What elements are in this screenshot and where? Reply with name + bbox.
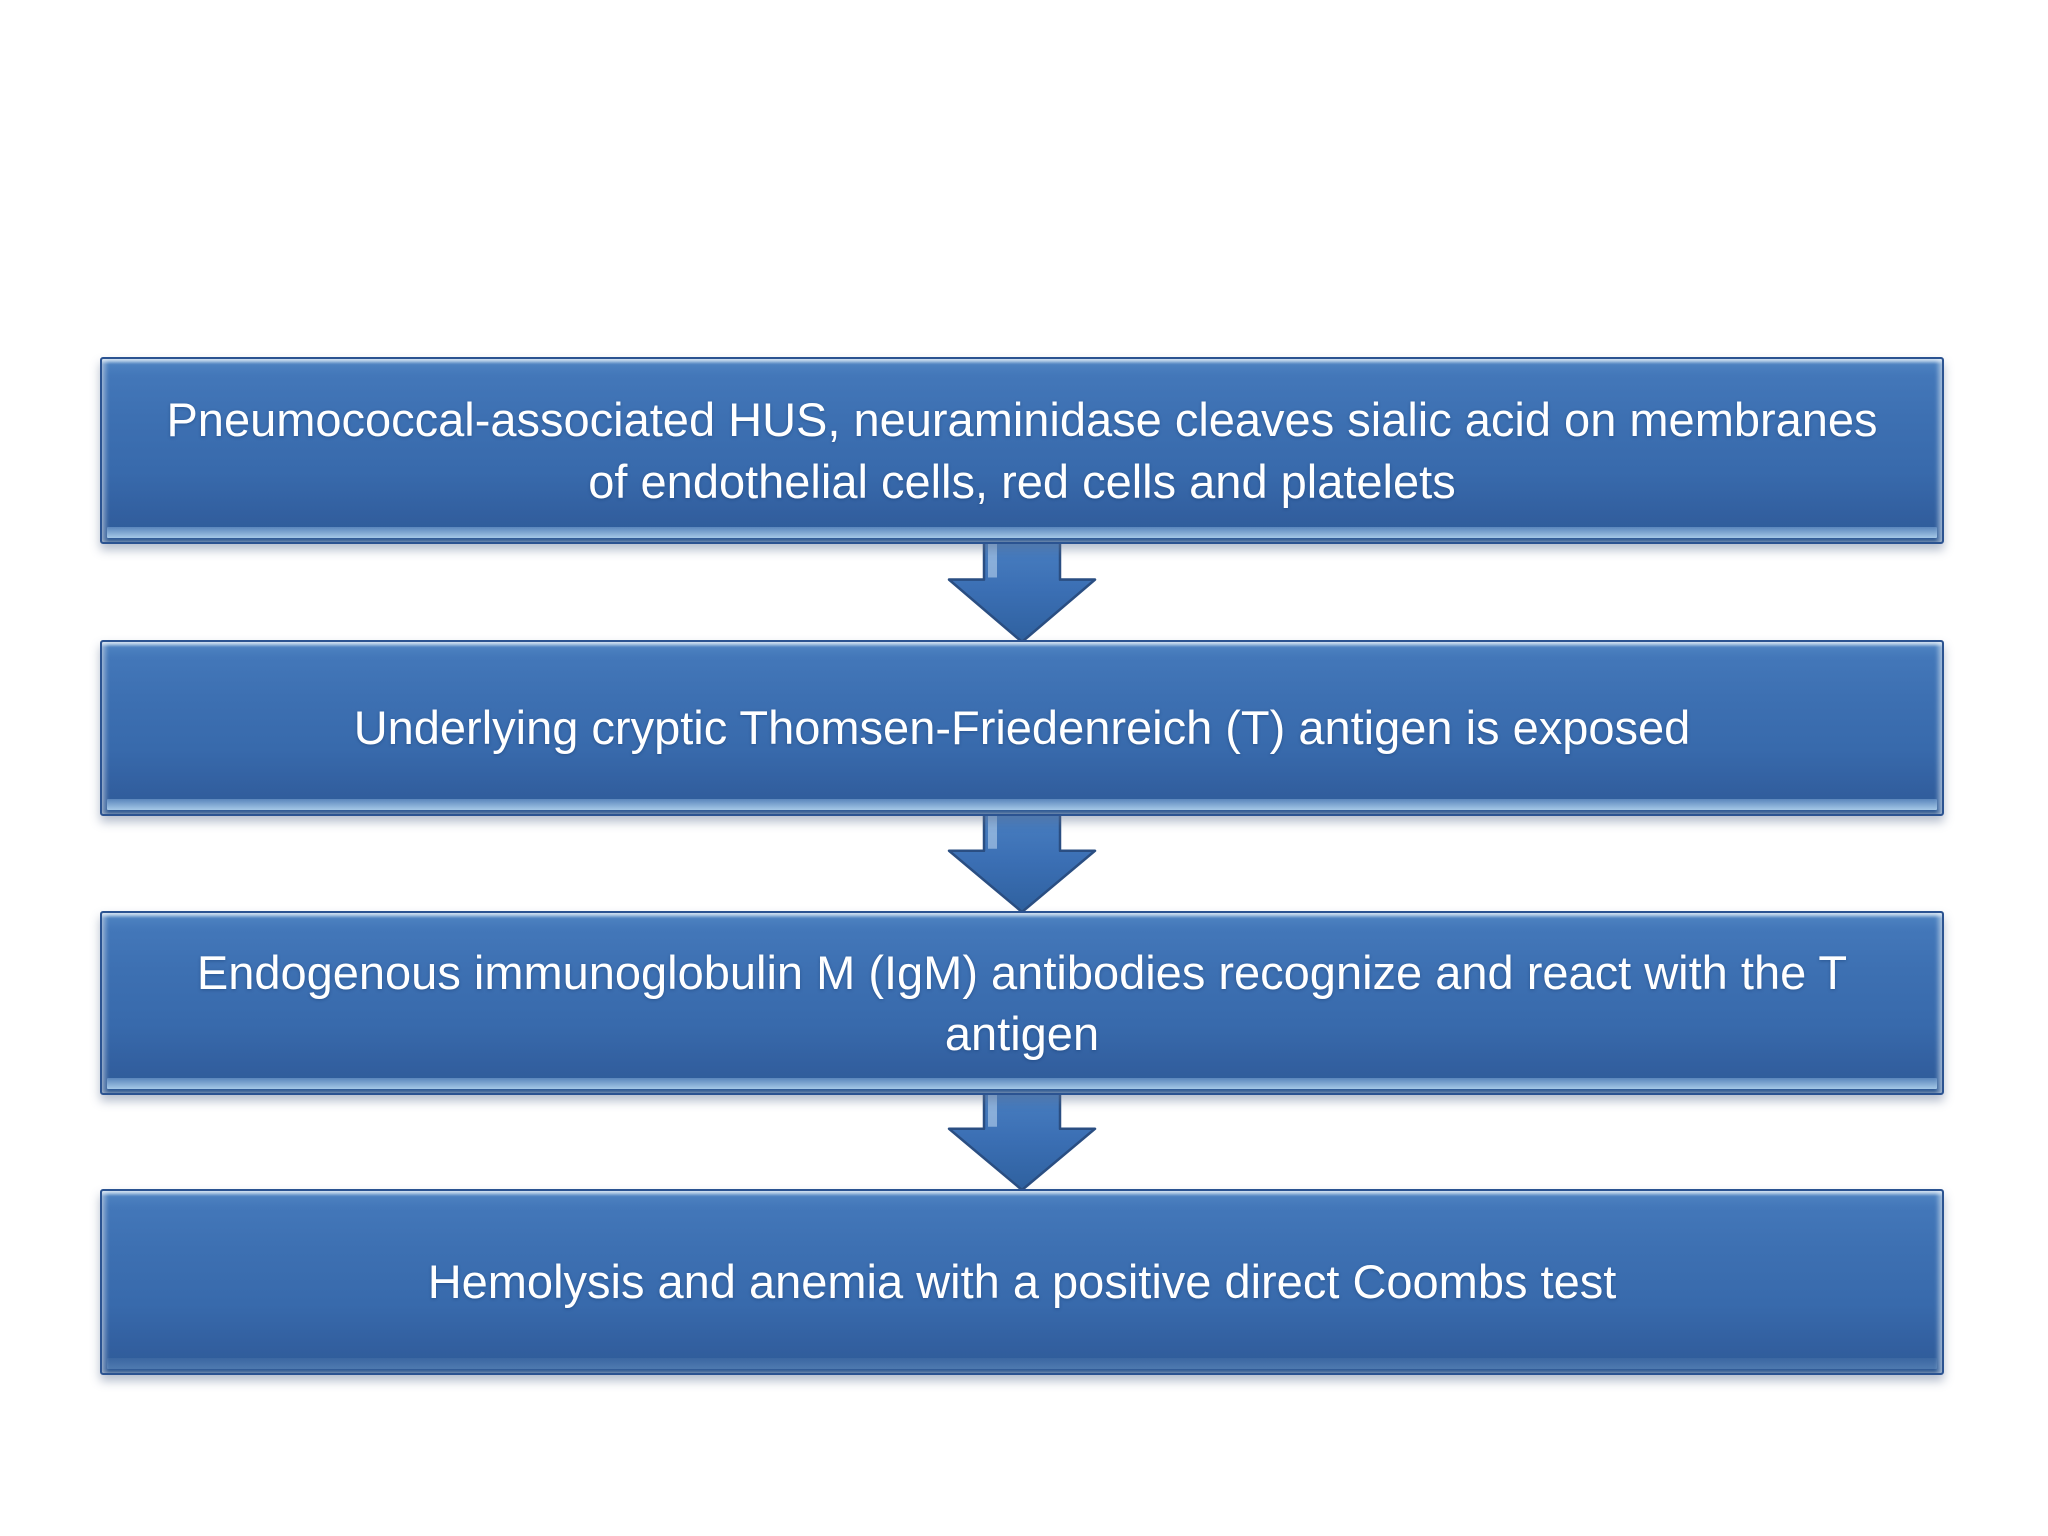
flow-step-3: Endogenous immunoglobulin M (IgM) antibo… xyxy=(100,911,1944,1095)
flow-step-1: Pneumococcal-associated HUS, neuraminida… xyxy=(100,357,1944,544)
down-arrow-icon xyxy=(947,538,1097,644)
flow-step-2: Underlying cryptic Thomsen-Friedenreich … xyxy=(100,640,1944,816)
flow-step-2-text: Underlying cryptic Thomsen-Friedenreich … xyxy=(353,701,1691,755)
flow-step-1-text: Pneumococcal-associated HUS, neuraminida… xyxy=(166,393,1878,508)
flow-step-4: Hemolysis and anemia with a positive dir… xyxy=(100,1189,1944,1375)
flow-step-3-text: Endogenous immunoglobulin M (IgM) antibo… xyxy=(196,945,1848,1060)
down-arrow-icon xyxy=(947,1088,1097,1192)
flow-step-4-text: Hemolysis and anemia with a positive dir… xyxy=(427,1255,1617,1309)
down-arrow-icon xyxy=(947,810,1097,914)
